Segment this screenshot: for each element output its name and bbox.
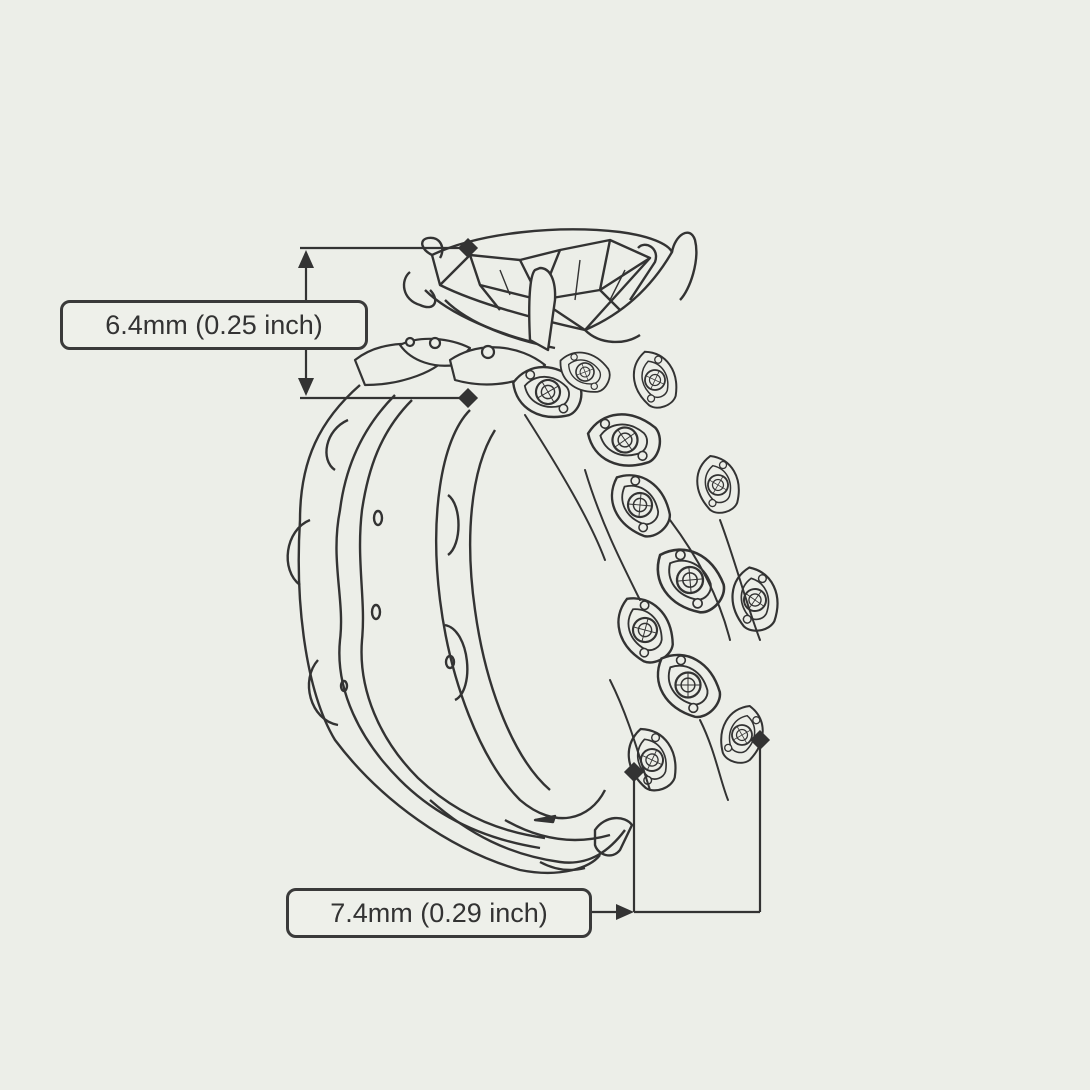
width-right-marker xyxy=(749,729,771,751)
ring-band xyxy=(286,384,634,874)
center-stone xyxy=(402,228,698,352)
width-dimension-label: 7.4mm (0.29 inch) xyxy=(286,888,592,938)
width-dimension xyxy=(592,729,771,920)
width-left-marker xyxy=(623,761,645,783)
height-top-marker xyxy=(457,237,479,259)
shoulder-leaves xyxy=(353,336,547,387)
vine-lines xyxy=(524,414,761,801)
height-bottom-marker xyxy=(457,387,479,409)
height-dimension xyxy=(298,237,479,409)
height-dimension-label: 6.4mm (0.25 inch) xyxy=(60,300,368,350)
leaf-clusters xyxy=(505,343,784,798)
